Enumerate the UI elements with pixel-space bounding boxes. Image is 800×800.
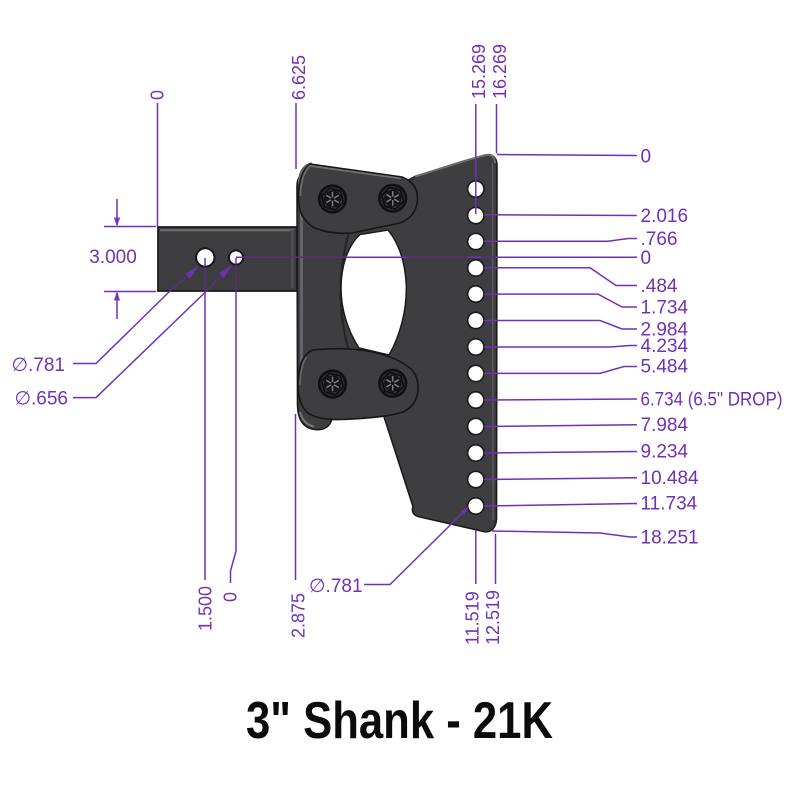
svg-text:12.519: 12.519 [483,590,503,645]
svg-text:0: 0 [641,248,652,269]
svg-text:18.251: 18.251 [641,528,699,549]
svg-text:16.269: 16.269 [490,44,510,99]
svg-text:6.734 (6.5" DROP): 6.734 (6.5" DROP) [641,390,783,411]
svg-text:3.000: 3.000 [89,247,137,268]
svg-text:2.875: 2.875 [289,593,309,638]
svg-text:2.984: 2.984 [641,320,689,341]
svg-text:15.269: 15.269 [469,44,489,99]
svg-text:9.234: 9.234 [641,442,689,463]
svg-text:10.484: 10.484 [641,468,700,489]
svg-text:1.500: 1.500 [196,586,216,631]
svg-text:0: 0 [641,147,652,168]
svg-text:∅.781: ∅.781 [11,355,65,376]
svg-text:7.984: 7.984 [641,415,689,436]
svg-text:4.234: 4.234 [641,336,689,357]
svg-text:11.519: 11.519 [463,591,483,645]
svg-text:.484: .484 [641,276,678,297]
svg-text:5.484: 5.484 [641,357,689,378]
svg-text:.766: .766 [641,229,678,250]
svg-text:3" Shank - 21K: 3" Shank - 21K [246,692,553,750]
svg-text:2.016: 2.016 [641,206,689,227]
svg-text:∅.781: ∅.781 [309,576,363,597]
svg-text:∅.656: ∅.656 [14,389,68,410]
svg-text:0: 0 [148,90,168,100]
svg-text:0: 0 [221,592,241,602]
svg-text:6.625: 6.625 [289,55,309,100]
svg-text:1.734: 1.734 [641,298,689,319]
svg-text:11.734: 11.734 [641,494,698,515]
